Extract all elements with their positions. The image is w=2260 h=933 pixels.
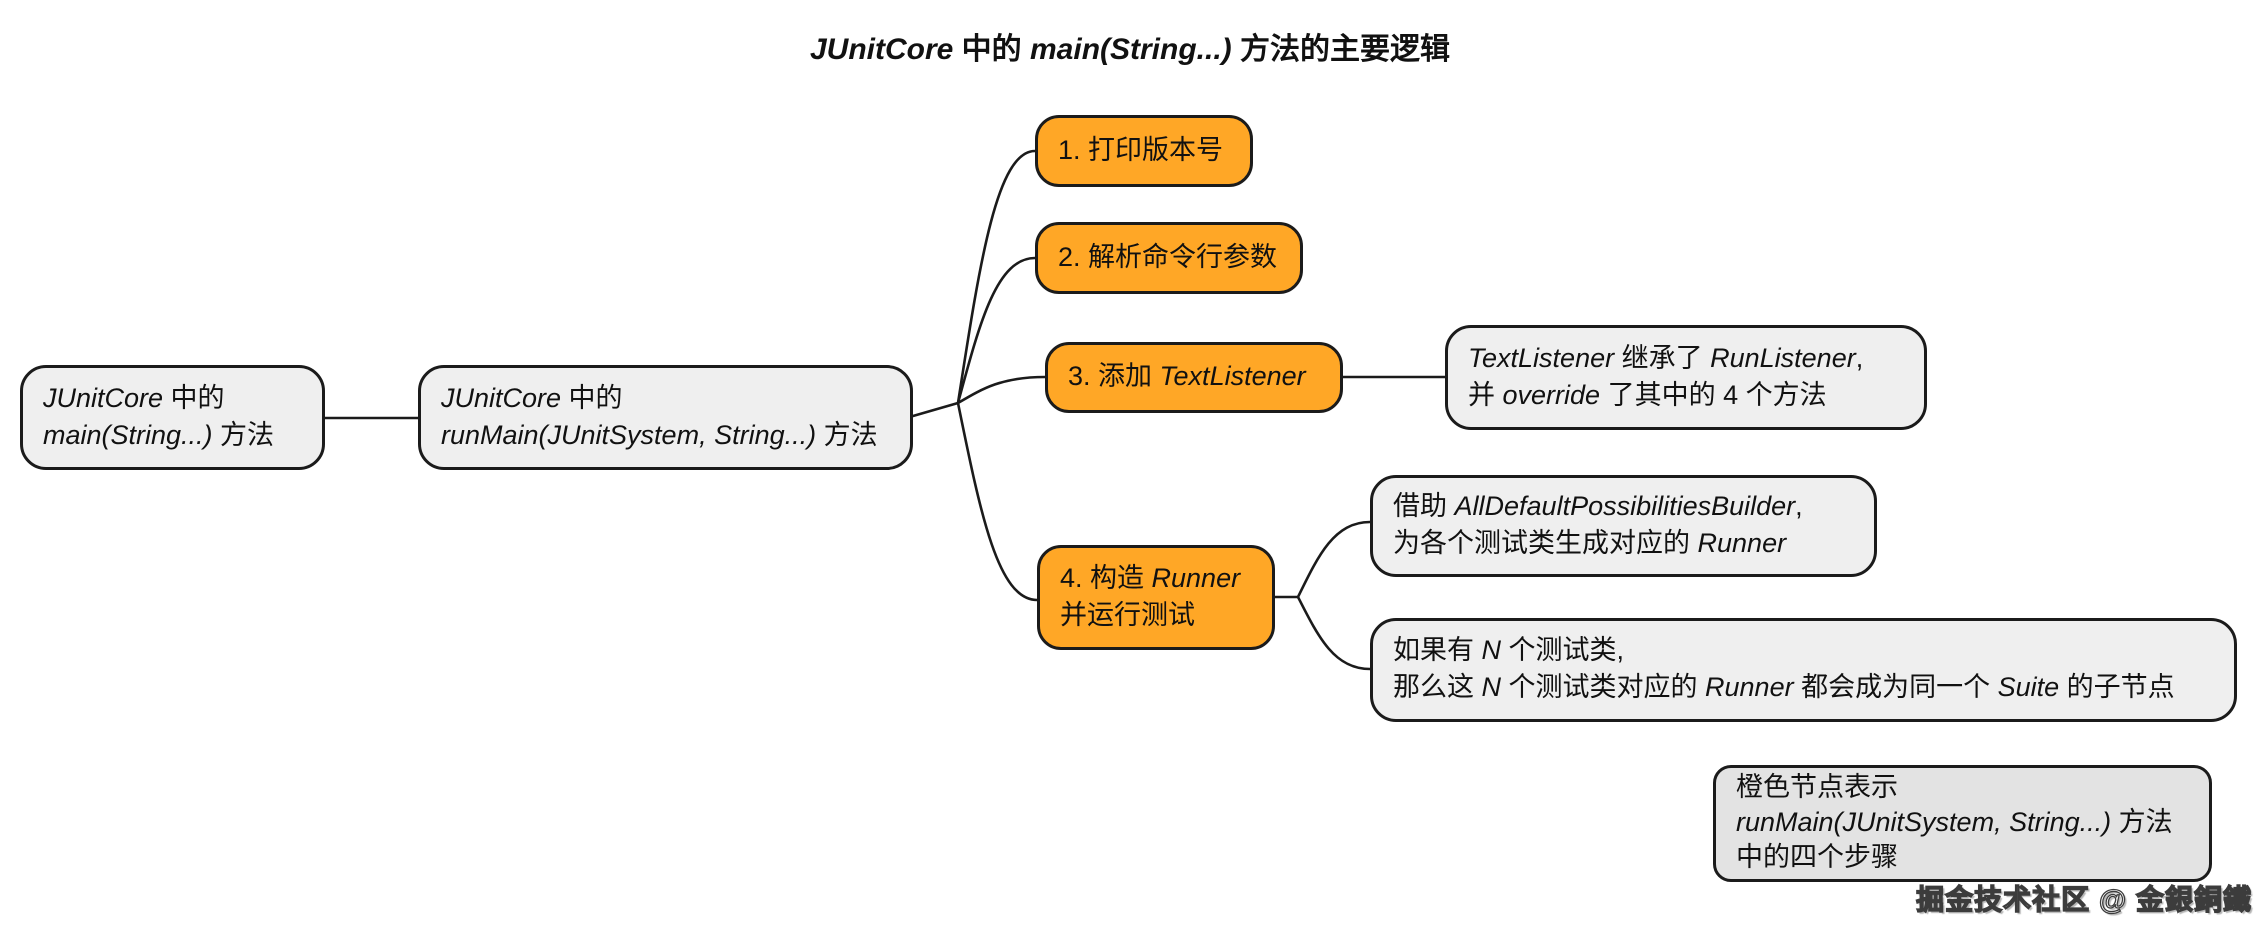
node-text-line: 并 override 了其中的 4 个方法 xyxy=(1468,377,1906,414)
node-text-line: runMain(JUnitSystem, String...) 方法 xyxy=(441,417,892,454)
text-segment: runMain(JUnitSystem, String...) xyxy=(1736,807,2112,837)
text-segment: 中的四个步骤 xyxy=(1736,842,1898,872)
text-segment: 方法 xyxy=(2111,807,2173,837)
connector-path xyxy=(1296,520,1372,599)
text-segment: 中的 xyxy=(163,382,225,413)
text-segment: 为各个测试类生成对应的 xyxy=(1393,528,1698,558)
text-segment: main(String...) xyxy=(43,419,213,450)
node-text-line: 为各个测试类生成对应的 Runner xyxy=(1393,525,1856,562)
node-note-textlistener: TextListener 继承了 RunListener,并 override … xyxy=(1445,325,1927,430)
text-segment: N xyxy=(1481,635,1502,665)
text-segment: 的子节点 xyxy=(2059,672,2175,702)
text-segment: TextListener xyxy=(1159,361,1306,391)
text-segment: 继承了 xyxy=(1614,342,1711,373)
node-text-line: runMain(JUnitSystem, String...) 方法 xyxy=(1736,805,2191,840)
node-text-line: JUnitCore 中的 xyxy=(43,380,304,417)
connector-path xyxy=(956,256,1037,405)
node-text-line: main(String...) 方法 xyxy=(43,417,304,454)
text-segment: 那么这 xyxy=(1393,672,1482,702)
text-segment: Runner xyxy=(1705,672,1794,702)
node-text-line: 4. 构造 Runner xyxy=(1060,560,1254,597)
text-segment: 中的 xyxy=(561,382,623,413)
node-note-suite: 如果有 N 个测试类,那么这 N 个测试类对应的 Runner 都会成为同一个 … xyxy=(1370,618,2237,722)
text-segment: 2. 解析命令行参数 xyxy=(1058,241,1278,272)
text-segment: 方法 xyxy=(816,419,878,450)
node-text-line: 2. 解析命令行参数 xyxy=(1058,239,1282,276)
text-segment: JUnitCore xyxy=(43,382,164,413)
text-segment: 1. 打印版本号 xyxy=(1058,134,1224,165)
node-step-2-parse-args: 2. 解析命令行参数 xyxy=(1035,222,1303,294)
diagram-title: JUnitCore 中的 main(String...) 方法的主要逻辑 xyxy=(0,24,2260,68)
text-segment: JUnitCore xyxy=(441,382,562,413)
node-text-line: 3. 添加 TextListener xyxy=(1068,358,1322,395)
text-segment: 方法的主要逻辑 xyxy=(1231,33,1451,66)
node-text-line: 借助 AllDefaultPossibilitiesBuilder, xyxy=(1393,488,1856,525)
text-segment: override xyxy=(1502,379,1601,410)
text-segment: 个测试类, xyxy=(1501,635,1625,665)
node-step-3-add-textlistener: 3. 添加 TextListener xyxy=(1045,342,1343,413)
text-segment: Runner xyxy=(1697,528,1787,558)
text-segment: 中的 xyxy=(953,33,1030,66)
text-segment: 4. 构造 xyxy=(1060,562,1152,593)
connector-path xyxy=(911,401,960,418)
text-segment: 方法 xyxy=(212,419,275,450)
text-segment: Runner xyxy=(1151,562,1241,593)
text-segment: 3. 添加 xyxy=(1068,361,1160,391)
text-segment: 借助 xyxy=(1393,491,1455,521)
text-segment: 并运行测试 xyxy=(1060,599,1195,630)
connector-path xyxy=(956,401,1039,602)
node-text-line: 中的四个步骤 xyxy=(1736,840,2191,875)
text-segment: TextListener xyxy=(1468,342,1615,373)
connector-path xyxy=(956,149,1037,405)
watermark-text: 掘金技术社区 @ 金銀銅鐵 xyxy=(1915,883,2252,915)
node-text-line: 并运行测试 xyxy=(1060,597,1254,634)
text-segment: 了其中的 4 个方法 xyxy=(1600,379,1827,410)
text-segment: 如果有 xyxy=(1393,635,1482,665)
node-note-builder: 借助 AllDefaultPossibilitiesBuilder,为各个测试类… xyxy=(1370,475,1877,577)
text-segment: main(String...) xyxy=(1030,33,1232,66)
node-step-1-print-version: 1. 打印版本号 xyxy=(1035,115,1253,187)
text-segment: AllDefaultPossibilitiesBuilder xyxy=(1454,491,1796,521)
text-segment: RunListener xyxy=(1710,342,1856,373)
connector-path xyxy=(1296,595,1372,671)
text-segment: 个测试类对应的 xyxy=(1501,672,1706,702)
node-text-line: 橙色节点表示 xyxy=(1736,770,2191,805)
node-text-line: TextListener 继承了 RunListener, xyxy=(1468,340,1906,377)
text-segment: , xyxy=(1795,491,1803,521)
node-text-line: JUnitCore 中的 xyxy=(441,380,892,417)
node-text-line: 如果有 N 个测试类, xyxy=(1393,632,2216,669)
text-segment: Suite xyxy=(1997,672,2060,702)
connector-path xyxy=(956,375,1047,405)
text-segment: 都会成为同一个 xyxy=(1793,672,1998,702)
text-segment: runMain(JUnitSystem, String...) xyxy=(441,419,817,450)
node-text-line: 1. 打印版本号 xyxy=(1058,132,1232,169)
node-text-line: 那么这 N 个测试类对应的 Runner 都会成为同一个 Suite 的子节点 xyxy=(1393,669,2216,706)
text-segment: N xyxy=(1481,672,1502,702)
text-segment: JUnitCore xyxy=(809,33,954,66)
text-segment: 并 xyxy=(1468,379,1503,410)
text-segment: 橙色节点表示 xyxy=(1736,772,1898,802)
text-segment: , xyxy=(1855,342,1864,373)
